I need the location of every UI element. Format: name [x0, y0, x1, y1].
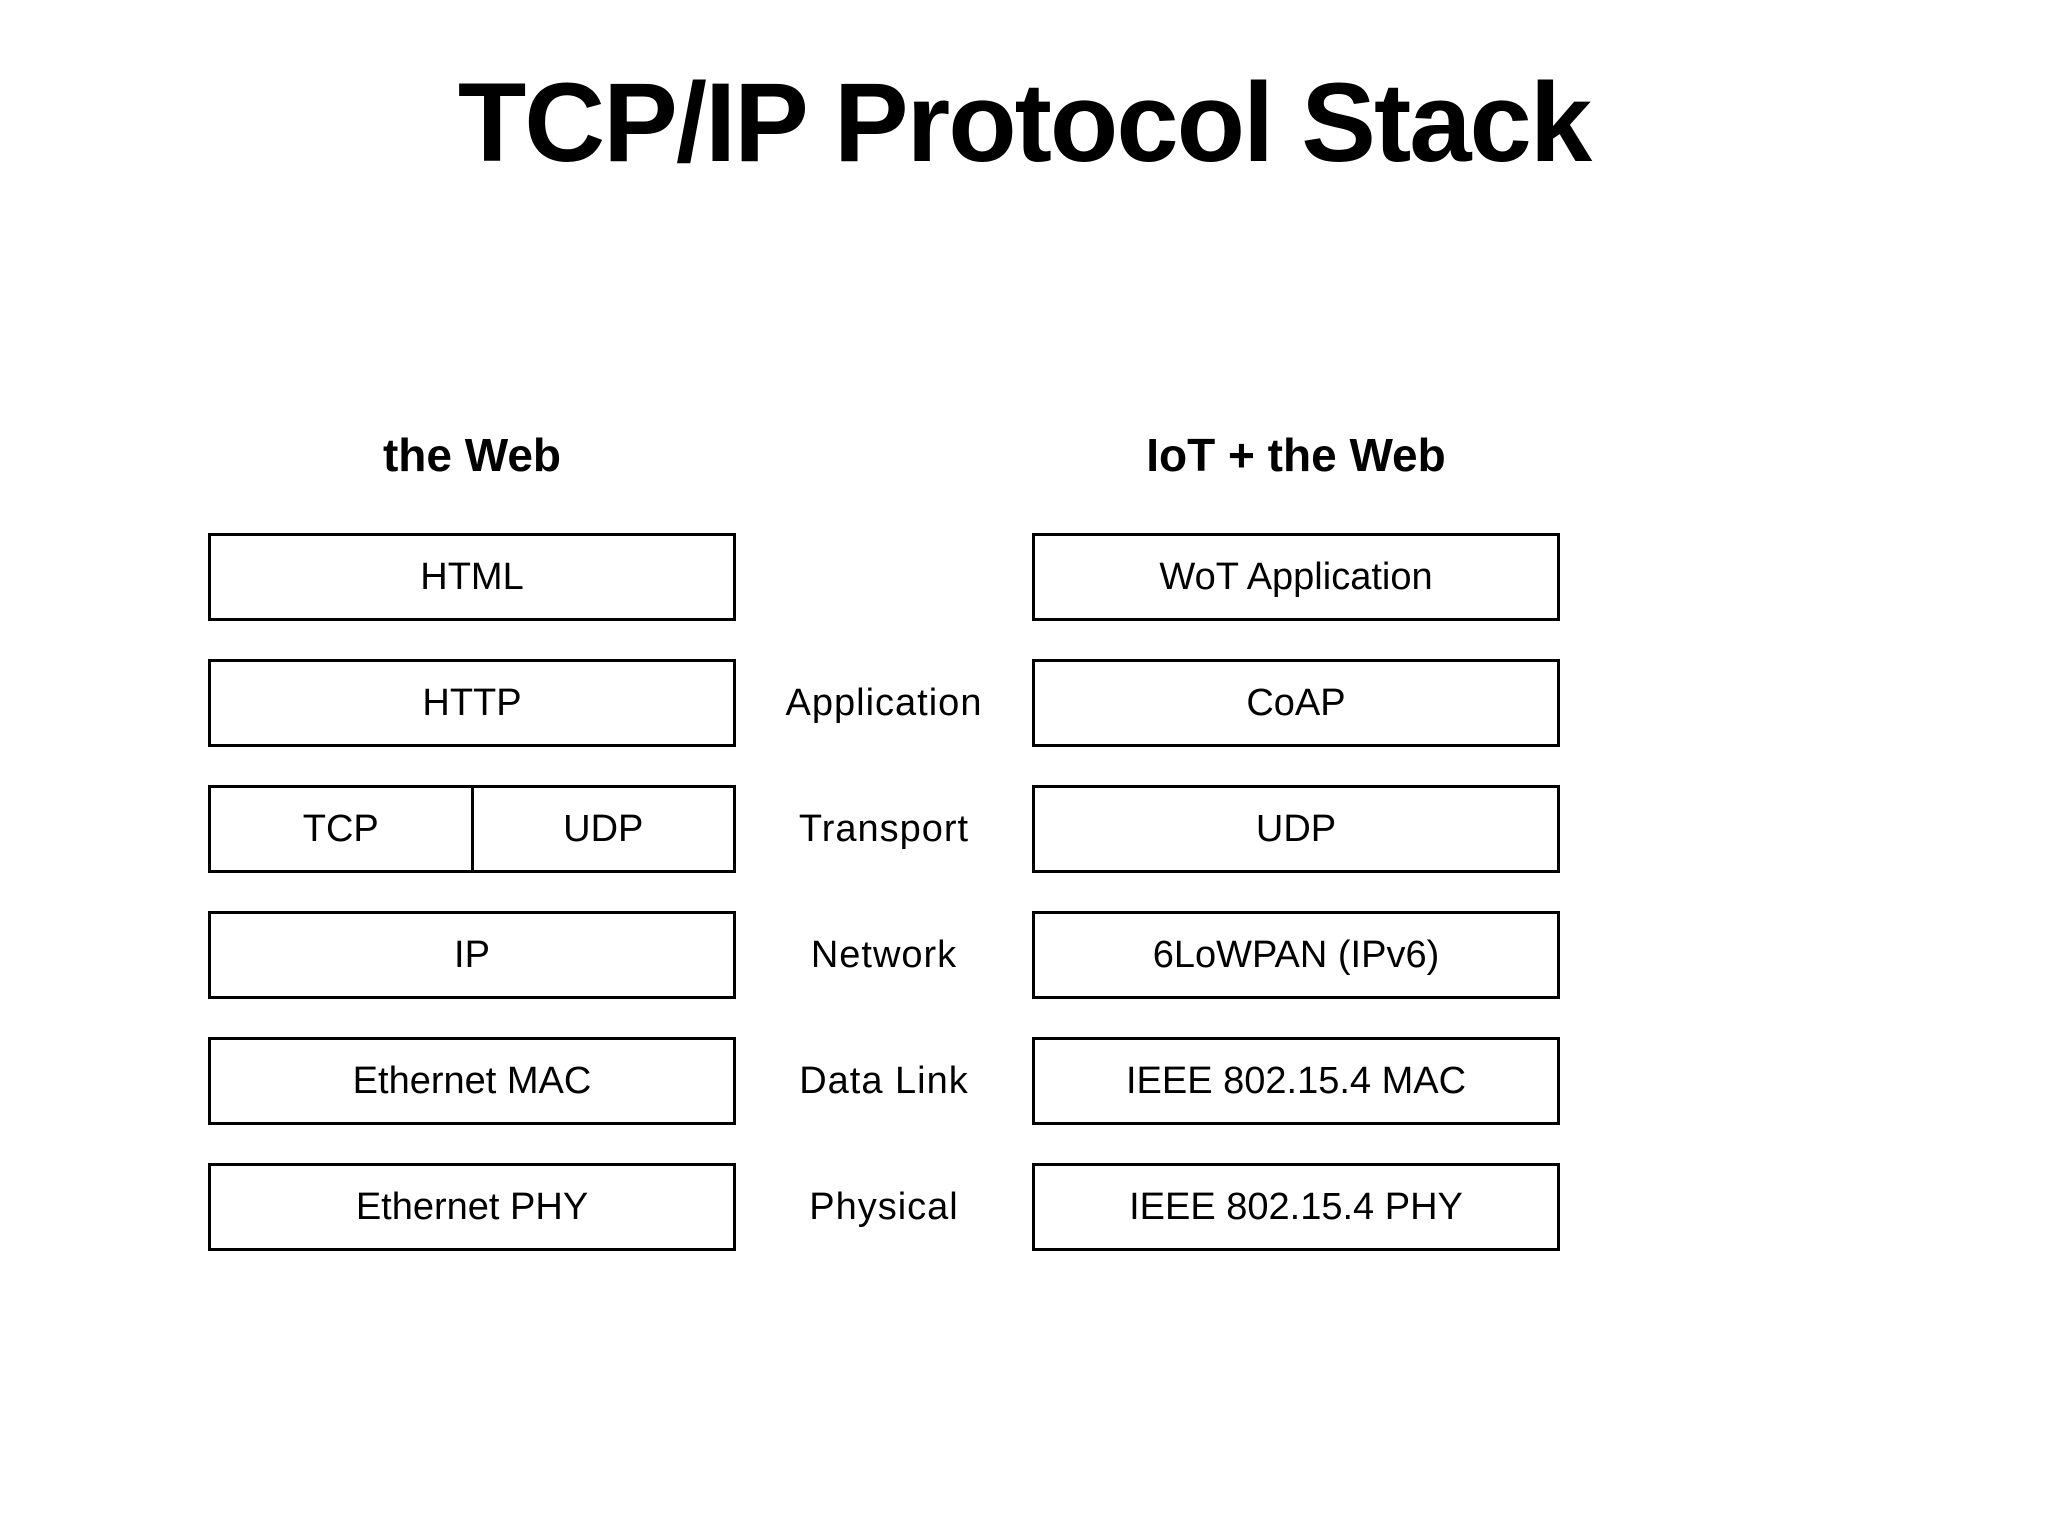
layer-box-ieee-phy: IEEE 802.15.4 PHY: [1032, 1163, 1560, 1251]
layer-label-data-link: Data Link: [799, 1059, 969, 1102]
layer-box-6lowpan: 6LoWPAN (IPv6): [1032, 911, 1560, 999]
layer-box-html-label: HTML: [420, 555, 524, 598]
layer-box-tcp-udp: TCP UDP: [208, 785, 736, 873]
layer-label-physical: Physical: [809, 1185, 959, 1228]
column-header-iot-web: IoT + the Web: [1146, 429, 1446, 481]
layer-box-wot-application: WoT Application: [1032, 533, 1560, 621]
layer-box-ieee-mac-label: IEEE 802.15.4 MAC: [1125, 1059, 1467, 1102]
layer-cell-tcp: TCP: [211, 788, 474, 870]
layer-box-udp-iot: UDP: [1032, 785, 1560, 873]
page-title: TCP/IP Protocol Stack: [457, 60, 1592, 185]
layer-box-ethernet-phy: Ethernet PHY: [208, 1163, 736, 1251]
layer-box-ethernet-mac: Ethernet MAC: [208, 1037, 736, 1125]
layer-box-ieee-mac: IEEE 802.15.4 MAC: [1032, 1037, 1560, 1125]
layer-box-wot-application-label: WoT Application: [1159, 555, 1433, 598]
layer-box-http-label: HTTP: [422, 681, 522, 724]
layer-label-application: Application: [785, 681, 983, 724]
layer-box-ip: IP: [208, 911, 736, 999]
layer-cell-udp: UDP: [563, 807, 644, 850]
layer-box-ethernet-phy-label: Ethernet PHY: [355, 1185, 589, 1228]
layer-box-ieee-phy-label: IEEE 802.15.4 PHY: [1129, 1185, 1463, 1228]
layer-label-transport: Transport: [798, 807, 970, 850]
protocol-stack-diagram: HTML WoT Application HTTP Application Co…: [208, 533, 1560, 1251]
layer-box-ip-label: IP: [454, 933, 490, 976]
column-header-web: the Web: [382, 429, 562, 481]
layer-box-6lowpan-label: 6LoWPAN (IPv6): [1152, 933, 1440, 976]
layer-box-udp-iot-label: UDP: [1255, 807, 1337, 850]
layer-box-ethernet-mac-label: Ethernet MAC: [352, 1059, 592, 1102]
layer-box-coap: CoAP: [1032, 659, 1560, 747]
layer-box-coap-label: CoAP: [1246, 681, 1346, 724]
layer-label-network: Network: [810, 933, 958, 976]
layer-box-html: HTML: [208, 533, 736, 621]
layer-box-http: HTTP: [208, 659, 736, 747]
